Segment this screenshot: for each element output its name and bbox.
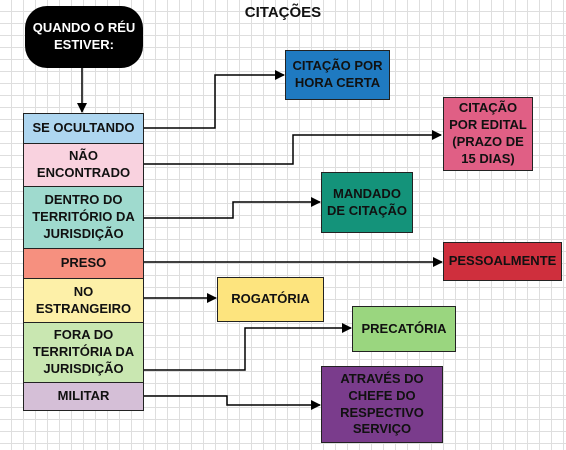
connector-militar xyxy=(144,395,321,410)
outcome-rogatoria: ROGATÓRIA xyxy=(217,277,324,322)
case-dentro-territorio: DENTRO DO TERRITÓRIO DA JURISDIÇÃO xyxy=(23,186,144,248)
outcome-hora-certa: CITAÇÃO POR HORA CERTA xyxy=(285,50,390,100)
outcome-precatoria: PRECATÓRIA xyxy=(352,306,456,352)
case-nao-encontrado: NÃO ENCONTRADO xyxy=(23,143,144,186)
start-node: QUANDO O RÉU ESTIVER: xyxy=(25,6,143,68)
outcome-mandado: MANDADO DE CITAÇÃO xyxy=(321,172,413,233)
case-militar: MILITAR xyxy=(23,382,144,411)
connector-se-ocultando xyxy=(144,70,285,129)
case-no-estrangeiro: NO ESTRANGEIRO xyxy=(23,278,144,322)
case-fora-territorio: FORA DO TERRITÓRIA DA JURISDIÇÃO xyxy=(23,322,144,382)
connector-nao-encontrado xyxy=(144,130,442,165)
case-se-ocultando: SE OCULTANDO xyxy=(23,113,144,143)
outcome-chefe-servico: ATRAVÉS DO CHEFE DO RESPECTIVO SERVIÇO xyxy=(321,366,443,443)
diagram-title: CITAÇÕES xyxy=(244,4,322,21)
connector-dentro-territorio xyxy=(144,197,321,219)
connector-fora-territorio xyxy=(144,323,352,371)
outcome-pessoalmente: PESSOALMENTE xyxy=(443,242,562,281)
outcome-edital: CITAÇÃO POR EDITAL (PRAZO DE 15 DIAS) xyxy=(443,97,533,171)
case-preso: PRESO xyxy=(23,248,144,278)
